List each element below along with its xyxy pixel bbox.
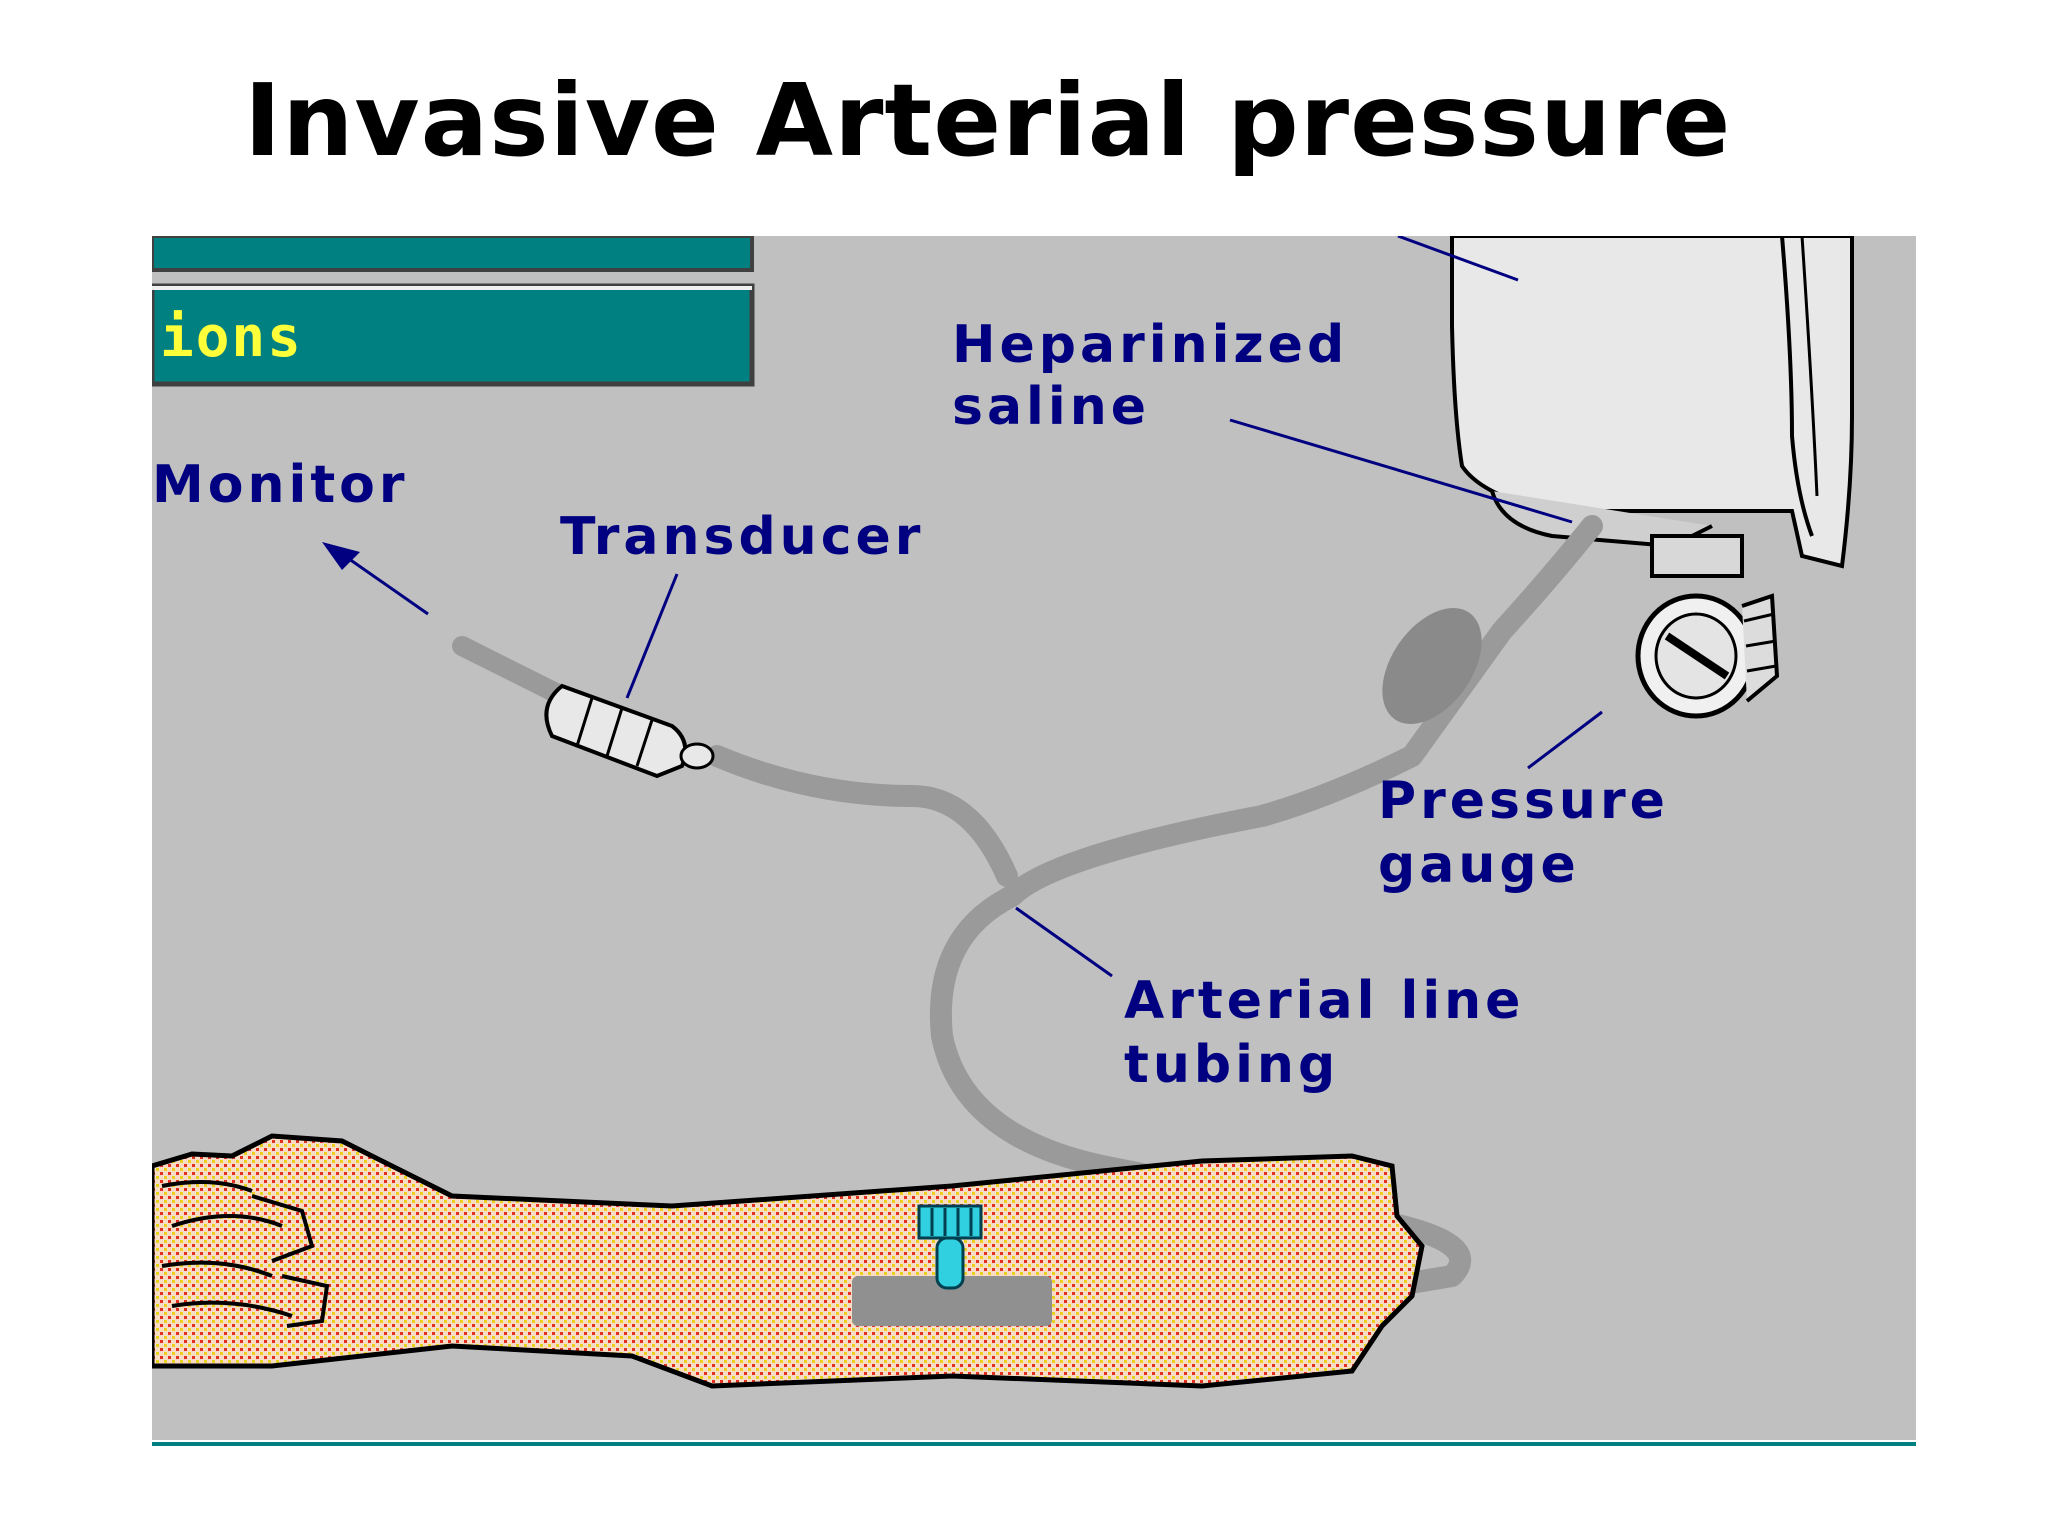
pressure-gauge-icon (1635, 534, 1780, 719)
svg-text:ions: ions (160, 305, 303, 370)
label-pressure: Pressure (1378, 771, 1669, 831)
slide-title: Invasive Arterial pressure (244, 62, 1732, 179)
label-monitor: Monitor (152, 455, 409, 515)
arm-illustration (152, 1133, 1425, 1389)
label-gauge: gauge (1378, 835, 1580, 895)
label-saline: saline (952, 377, 1150, 437)
label-tubing: tubing (1124, 1035, 1339, 1095)
label-transducer: Transducer (560, 507, 924, 567)
label-arterial-line: Arterial line (1124, 971, 1524, 1031)
menu-button-2[interactable]: ions (152, 283, 755, 387)
label-heparinized: Heparinized (952, 315, 1348, 375)
arterial-catheter-icon (852, 1204, 1052, 1326)
arterial-line-diagram: ions (152, 236, 1916, 1456)
leader-lines (322, 418, 1603, 978)
saline-bag-icon (1397, 236, 1854, 569)
transducer-icon (544, 683, 715, 779)
menu-button-1[interactable] (152, 236, 754, 272)
